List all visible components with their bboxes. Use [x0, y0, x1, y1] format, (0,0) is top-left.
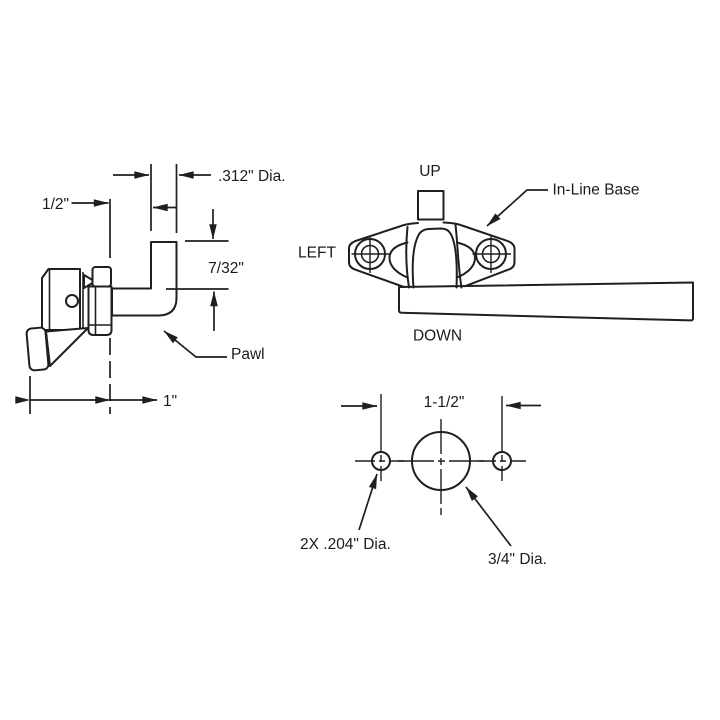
base-wing-right — [442, 221, 516, 288]
latch-post-stub — [417, 190, 445, 221]
hub-right-side — [454, 224, 463, 289]
pawl-label: Pawl — [231, 346, 265, 363]
base-wing-left — [348, 222, 419, 288]
bushing-top-block — [91, 266, 112, 288]
dim-one-inch-text: 1" — [163, 393, 177, 410]
center-hole-label: 3/4" Dia. — [488, 551, 547, 568]
dim-half-inch-text: 1/2" — [42, 196, 69, 213]
label-left: LEFT — [298, 245, 336, 262]
label-down: DOWN — [413, 328, 462, 345]
small-holes-leader — [358, 473, 378, 531]
bushing-body — [87, 285, 113, 336]
hub-left-side — [405, 226, 410, 289]
pawl-arm-shape — [111, 241, 178, 317]
cam-lobe-left — [388, 241, 409, 279]
spring-wedge — [83, 274, 96, 289]
pawl-leader — [163, 330, 227, 358]
dim-732-text: 7/32" — [208, 260, 244, 277]
orientation-view: UP LEFT DOWN In-Line Base — [298, 163, 694, 345]
crosshair-right-hole — [472, 235, 511, 273]
inline-base-leader — [486, 189, 548, 227]
crosshair-left-hole — [351, 235, 390, 273]
dim-pin-dia-text: .312" Dia. — [218, 168, 286, 185]
hub-inner-outline — [411, 227, 458, 289]
pivot-hole — [65, 294, 79, 308]
center-hole-leader — [465, 486, 512, 547]
hole-pattern-view: 1-1/2" 2X .204" Dia. 3/4" Dia. — [300, 394, 547, 568]
cam-lobe-right — [456, 241, 476, 279]
pawl-side-view: 1/2" .312" Dia. 7/32" 1" Pawl — [15, 164, 286, 414]
latch-handle — [398, 281, 694, 322]
label-up: UP — [419, 163, 441, 180]
small-holes-label: 2X .204" Dia. — [300, 536, 391, 553]
inline-base-label: In-Line Base — [553, 182, 640, 199]
dim-spacing-text: 1-1/2" — [424, 394, 465, 411]
handle-gusset — [45, 327, 89, 367]
